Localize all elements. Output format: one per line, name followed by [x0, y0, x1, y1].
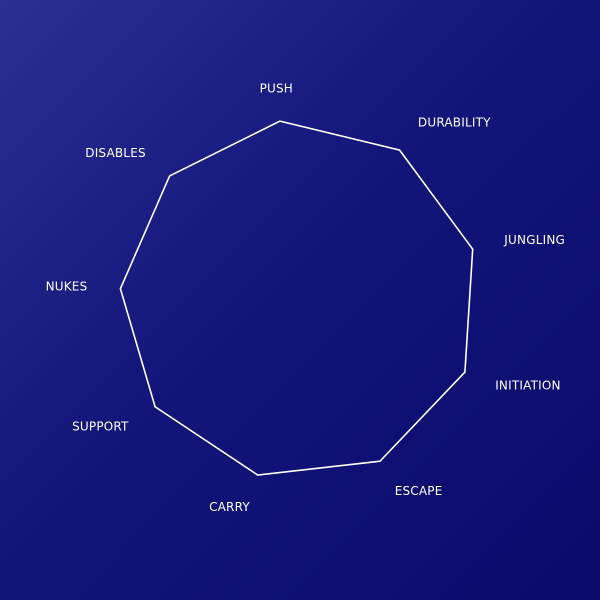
axis-label-carry: CARRY [209, 500, 250, 514]
axis-label-jungling: JUNGLING [503, 233, 565, 247]
radar-series-outline [119, 120, 474, 476]
axis-labels: PUSH DURABILITY JUNGLING INITIATION ESCAPE CA… [46, 81, 565, 514]
axis-label-escape: ESCAPE [395, 484, 443, 498]
axis-label-durability: DURABILITY [418, 116, 491, 130]
axis-label-initiation: INITIATION [495, 378, 561, 392]
axis-label-nukes: NUKES [46, 280, 88, 294]
axis-label-disables: DISABLES [85, 146, 146, 160]
axis-label-support: SUPPORT [72, 419, 129, 433]
axis-label-push: PUSH [260, 81, 293, 95]
